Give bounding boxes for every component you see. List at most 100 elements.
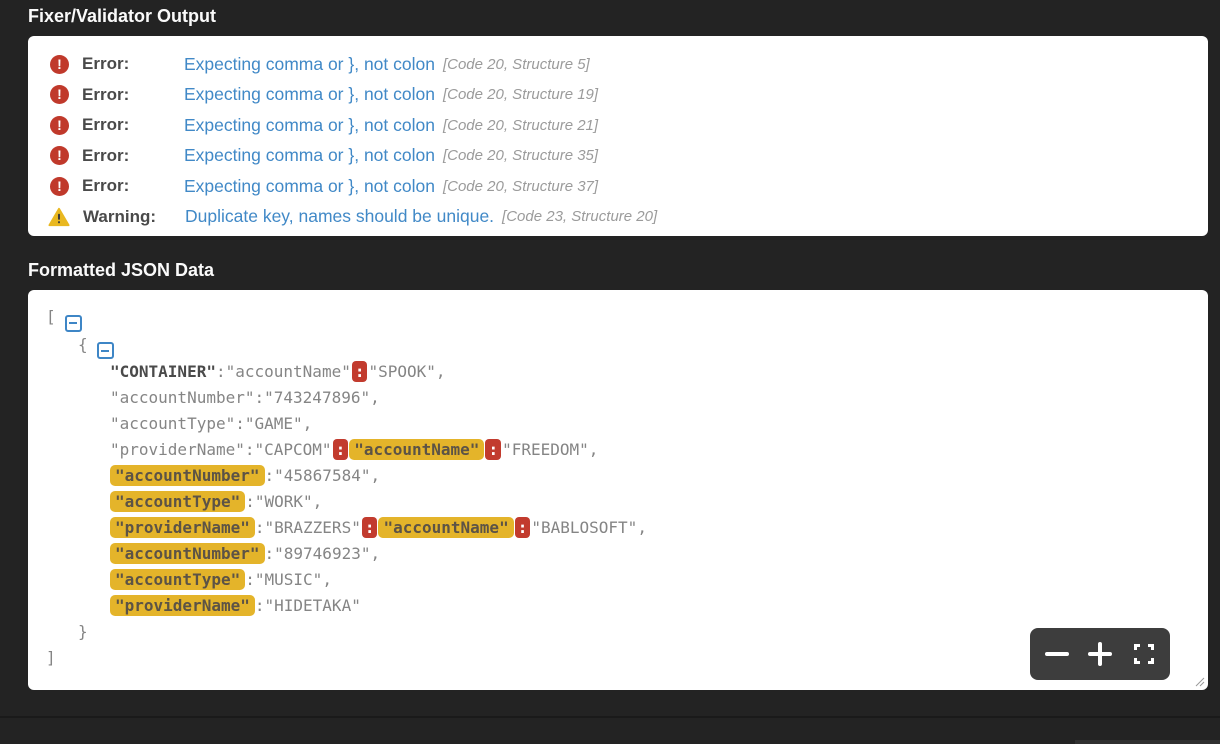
collapse-toggle-icon[interactable]	[96, 342, 114, 359]
duplicate-key-highlight: "providerName"	[110, 595, 255, 616]
json-code-line: "CONTAINER":"accountName":"SPOOK",	[46, 359, 1208, 385]
json-code-line: {	[46, 332, 1208, 359]
collapse-toggle-icon[interactable]	[64, 314, 82, 332]
json-token: :	[254, 518, 265, 537]
duplicate-key-highlight: "providerName"	[110, 517, 255, 538]
validator-code-ref: [Code 20, Structure 21]	[442, 116, 599, 134]
json-token: ,	[302, 414, 313, 433]
json-token: "CONTAINER"	[110, 362, 216, 381]
json-token: "BABLOSOFT"	[531, 518, 638, 537]
validator-row-error: ! Error: Expecting comma or }, not colon…	[28, 171, 1208, 202]
validator-row-label: Error:	[82, 115, 130, 135]
duplicate-key-highlight: "accountNumber"	[110, 465, 265, 486]
validator-message-link[interactable]: Expecting comma or }, not colon	[184, 84, 435, 105]
json-code: [{"CONTAINER":"accountName":"SPOOK","acc…	[46, 304, 1208, 671]
validator-row-error: ! Error: Expecting comma or }, not colon…	[28, 80, 1208, 111]
validator-message-link[interactable]: Expecting comma or }, not colon	[184, 145, 435, 166]
validator-code-ref: [Code 20, Structure 35]	[442, 147, 599, 165]
json-token: ,	[370, 466, 381, 485]
json-token: :	[264, 466, 275, 485]
duplicate-key-highlight: "accountName"	[378, 517, 514, 538]
validator-row-error: ! Error: Expecting comma or }, not colon…	[28, 141, 1208, 172]
fullscreen-button[interactable]	[1127, 637, 1161, 671]
error-colon-badge: :	[361, 517, 378, 538]
json-token: }	[78, 622, 88, 641]
json-code-line: ]	[46, 645, 1208, 671]
validator-row-label: Error:	[82, 176, 130, 196]
json-token: "89746923"	[274, 544, 371, 563]
error-colon-badge: :	[351, 361, 368, 382]
json-code-line: }	[46, 619, 1208, 645]
json-token: :	[264, 544, 275, 563]
json-token: [	[46, 307, 56, 326]
validator-message-link[interactable]: Duplicate key, names should be unique.	[185, 206, 495, 227]
json-token: :	[254, 388, 265, 407]
json-code-line: "accountNumber":"89746923",	[46, 541, 1208, 567]
footer-divider	[0, 716, 1220, 718]
json-token: "accountNumber"	[110, 388, 255, 407]
json-token: "GAME"	[244, 414, 303, 433]
json-token: ,	[370, 544, 381, 563]
json-token: {	[78, 334, 88, 354]
json-token: "WORK"	[254, 492, 313, 511]
validator-message-link[interactable]: Expecting comma or }, not colon	[184, 53, 435, 74]
validator-output-title: Fixer/Validator Output	[28, 6, 217, 26]
json-token: :	[254, 596, 265, 615]
zoom-in-button[interactable]	[1083, 637, 1117, 671]
formatted-json-title: Formatted JSON Data	[28, 260, 215, 280]
json-token: "FREEDOM"	[502, 440, 589, 459]
json-token: ,	[322, 570, 332, 589]
error-icon: !	[50, 115, 69, 135]
duplicate-key-highlight: "accountName"	[349, 439, 485, 460]
json-token: ,	[637, 518, 647, 537]
json-token: :	[244, 440, 255, 459]
json-token: :	[245, 570, 255, 589]
resize-grip[interactable]	[1193, 675, 1205, 687]
json-code-line: "providerName":"HIDETAKA"	[46, 593, 1208, 619]
validator-code-ref: [Code 20, Structure 19]	[442, 86, 599, 104]
json-token: "providerName"	[110, 440, 245, 459]
json-token: :	[245, 492, 255, 511]
json-token: ]	[46, 648, 56, 667]
json-token: :	[235, 414, 245, 433]
duplicate-key-highlight: "accountType"	[110, 569, 246, 590]
json-token: ,	[312, 492, 323, 511]
json-token: "BRAZZERS"	[264, 518, 361, 537]
json-code-line: "accountType":"WORK",	[46, 489, 1208, 515]
json-code-line: "accountNumber":"743247896",	[46, 385, 1208, 411]
warning-icon	[48, 207, 70, 226]
json-token: ,	[588, 440, 599, 459]
json-token: ,	[370, 388, 380, 407]
plus-icon	[1088, 642, 1112, 666]
json-token: "accountName"	[225, 362, 351, 381]
json-code-line: "accountType":"MUSIC",	[46, 567, 1208, 593]
json-code-line: "providerName":"BRAZZERS":"accountName":…	[46, 515, 1208, 541]
json-code-line: "accountNumber":"45867584",	[46, 463, 1208, 489]
validator-code-ref: [Code 20, Structure 37]	[442, 177, 599, 195]
validator-output-panel: ! Error: Expecting comma or }, not colon…	[28, 36, 1208, 236]
json-token: "accountType"	[110, 414, 236, 433]
zoom-out-button[interactable]	[1040, 637, 1074, 671]
json-token: "45867584"	[274, 466, 371, 485]
json-token: "CAPCOM"	[254, 440, 332, 459]
validator-message-link[interactable]: Expecting comma or }, not colon	[184, 175, 435, 196]
json-token: "MUSIC"	[254, 570, 323, 589]
validator-message-link[interactable]: Expecting comma or }, not colon	[184, 114, 435, 135]
duplicate-key-highlight: "accountNumber"	[110, 543, 265, 564]
json-code-line: "accountType":"GAME",	[46, 411, 1208, 437]
error-icon: !	[50, 176, 69, 196]
error-colon-badge: :	[514, 517, 531, 538]
json-token: "HIDETAKA"	[264, 596, 361, 615]
json-code-line: "providerName":"CAPCOM":"accountName":"F…	[46, 437, 1208, 463]
json-token: "SPOOK"	[368, 362, 436, 381]
duplicate-key-highlight: "accountType"	[110, 491, 246, 512]
validator-row-warning: Warning: Duplicate key, names should be …	[28, 202, 1208, 233]
validator-row-error: ! Error: Expecting comma or }, not colon…	[28, 49, 1208, 80]
formatted-json-panel: [{"CONTAINER":"accountName":"SPOOK","acc…	[28, 290, 1208, 690]
minus-icon	[1044, 652, 1069, 656]
validator-row-label: Warning:	[83, 206, 157, 226]
zoom-controls	[1030, 628, 1170, 680]
json-token: :	[215, 362, 226, 381]
statusbar-fragment	[1075, 740, 1220, 744]
json-token: "743247896"	[264, 388, 371, 407]
